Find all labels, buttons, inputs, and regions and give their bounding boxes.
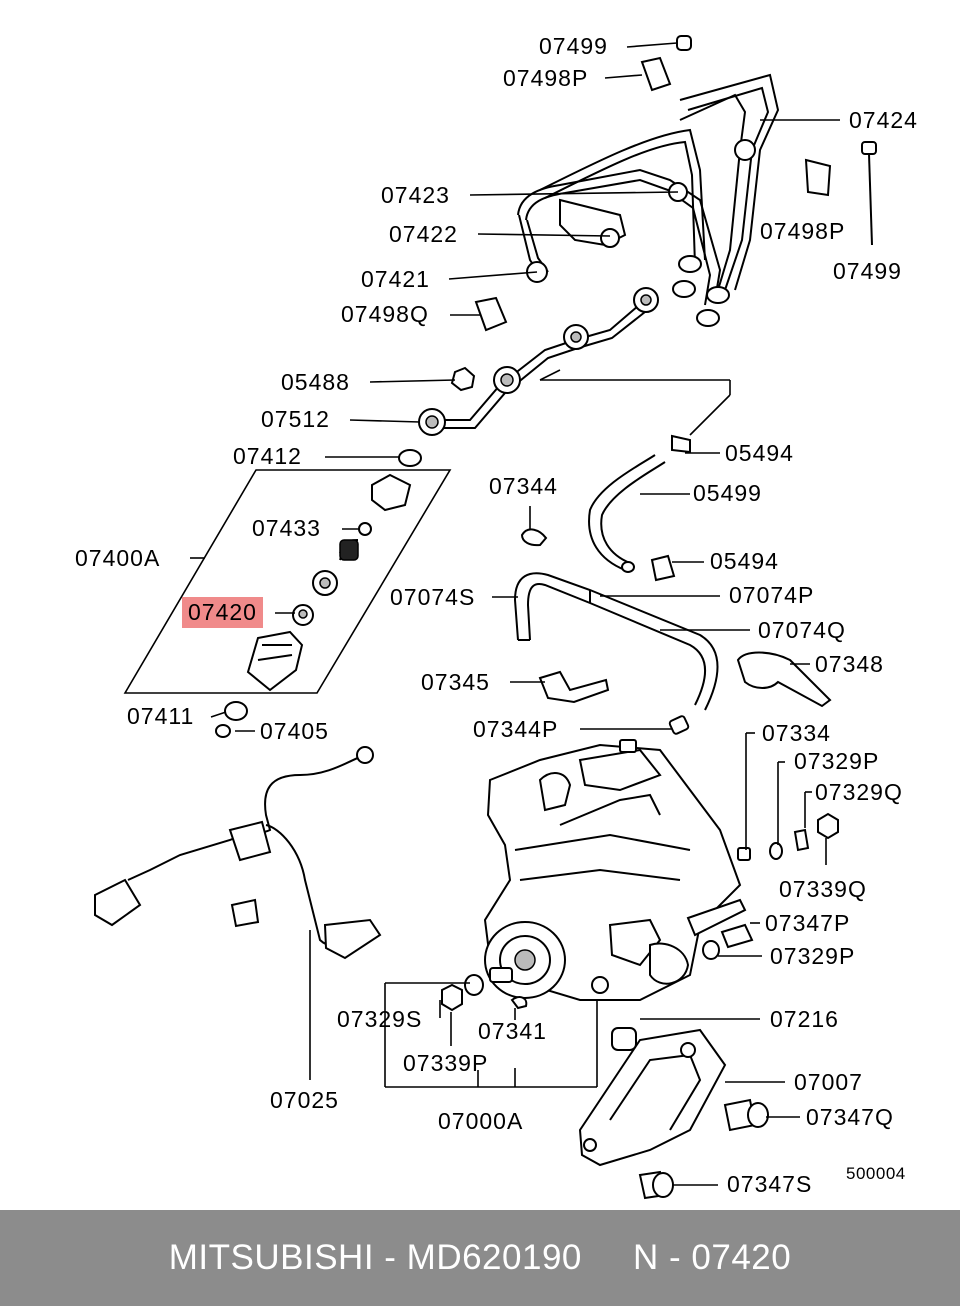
part-label-07421[interactable]: 07421 bbox=[361, 266, 430, 292]
part-label-07000a[interactable]: 07000A bbox=[438, 1108, 524, 1134]
leader-lines bbox=[190, 42, 840, 1186]
part-label-07329s[interactable]: 07329S bbox=[337, 1006, 423, 1032]
diagram-code: 500004 bbox=[846, 1164, 906, 1183]
part-label-07339p[interactable]: 07339P bbox=[403, 1050, 489, 1076]
part-label-07512[interactable]: 07512 bbox=[261, 406, 330, 432]
part-label-07405[interactable]: 07405 bbox=[260, 718, 329, 744]
part-label-07400a[interactable]: 07400A bbox=[75, 545, 161, 571]
part-label-07498p-right[interactable]: 07498P bbox=[760, 218, 846, 244]
part-label-07329p-bottom[interactable]: 07329P bbox=[770, 943, 856, 969]
part-label-07329p-top[interactable]: 07329P bbox=[794, 748, 880, 774]
part-label-07074q[interactable]: 07074Q bbox=[758, 617, 846, 643]
part-label-07423[interactable]: 07423 bbox=[381, 182, 450, 208]
part-label-07412[interactable]: 07412 bbox=[233, 443, 302, 469]
part-label-07347q[interactable]: 07347Q bbox=[806, 1104, 894, 1130]
part-label-07344[interactable]: 07344 bbox=[489, 473, 558, 499]
part-label-07433[interactable]: 07433 bbox=[252, 515, 321, 541]
part-label-05488[interactable]: 05488 bbox=[281, 369, 350, 395]
part-label-07424[interactable]: 07424 bbox=[849, 107, 918, 133]
part-label-07344p[interactable]: 07344P bbox=[473, 716, 559, 742]
part-label-07422[interactable]: 07422 bbox=[389, 221, 458, 247]
pump-bracket-illustration bbox=[578, 1027, 769, 1200]
part-label-07347p[interactable]: 07347P bbox=[765, 910, 851, 936]
part-label-07499-top[interactable]: 07499 bbox=[539, 33, 608, 59]
part-label-07334[interactable]: 07334 bbox=[762, 720, 831, 746]
part-label-07498q[interactable]: 07498Q bbox=[341, 301, 429, 327]
injection-pipes-illustration bbox=[474, 35, 877, 332]
parts-diagram: 07499 07498P 07424 07423 07422 07498P 07… bbox=[75, 33, 918, 1200]
part-label-07499-right[interactable]: 07499 bbox=[833, 258, 902, 284]
part-label-07074p[interactable]: 07074P bbox=[729, 582, 815, 608]
part-label-05499[interactable]: 05499 bbox=[693, 480, 762, 506]
part-label-07347s[interactable]: 07347S bbox=[727, 1171, 813, 1197]
part-label-07411[interactable]: 07411 bbox=[127, 703, 195, 729]
part-label-07339q[interactable]: 07339Q bbox=[779, 876, 867, 902]
part-label-07348[interactable]: 07348 bbox=[815, 651, 884, 677]
part-label-07498p-top[interactable]: 07498P bbox=[503, 65, 589, 91]
return-pipe-illustration bbox=[418, 287, 731, 436]
part-label-07345[interactable]: 07345 bbox=[421, 669, 490, 695]
part-label-07007[interactable]: 07007 bbox=[794, 1069, 863, 1095]
part-label-07074s[interactable]: 07074S bbox=[390, 584, 476, 610]
hoses-illustration bbox=[513, 434, 832, 735]
part-label-05494-top[interactable]: 05494 bbox=[725, 440, 794, 466]
part-label-07216[interactable]: 07216 bbox=[770, 1006, 839, 1032]
parts-drawing bbox=[94, 35, 877, 1200]
part-label-07329q[interactable]: 07329Q bbox=[815, 779, 903, 805]
part-label-07025[interactable]: 07025 bbox=[270, 1087, 339, 1113]
footer-bar: MITSUBISHI - MD620190 N - 07420 bbox=[0, 1210, 960, 1306]
part-number-caption: MITSUBISHI - MD620190 N - 07420 bbox=[168, 1238, 792, 1277]
part-label-07420-highlighted[interactable]: 07420 bbox=[182, 597, 263, 628]
delivery-valve-kit-illustration bbox=[123, 449, 452, 738]
part-label-05494-mid[interactable]: 05494 bbox=[710, 548, 779, 574]
injection-pump-illustration bbox=[441, 739, 839, 1012]
part-label-07341[interactable]: 07341 bbox=[478, 1018, 547, 1044]
wiring-harness-illustration bbox=[94, 746, 382, 960]
